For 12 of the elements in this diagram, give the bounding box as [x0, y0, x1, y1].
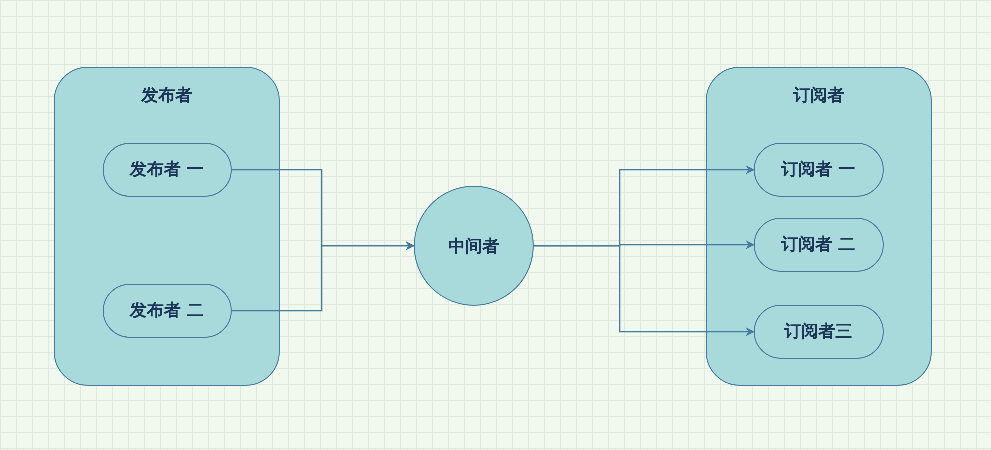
node-label: 订阅者 一 — [782, 159, 856, 182]
group-title: 发布者 — [140, 85, 194, 107]
group-container — [54, 67, 280, 386]
node-label: 订阅者三 — [784, 321, 853, 344]
connector-arrow — [232, 242, 415, 312]
group-container — [706, 67, 932, 386]
node-label: 订阅者 二 — [782, 234, 856, 256]
connector-arrow — [534, 245, 755, 336]
node-label: 发布者 二 — [130, 300, 204, 322]
node-label: 中间者 — [448, 236, 500, 258]
group-title: 订阅者 — [792, 85, 846, 107]
node-label: 发布者 一 — [130, 159, 204, 182]
